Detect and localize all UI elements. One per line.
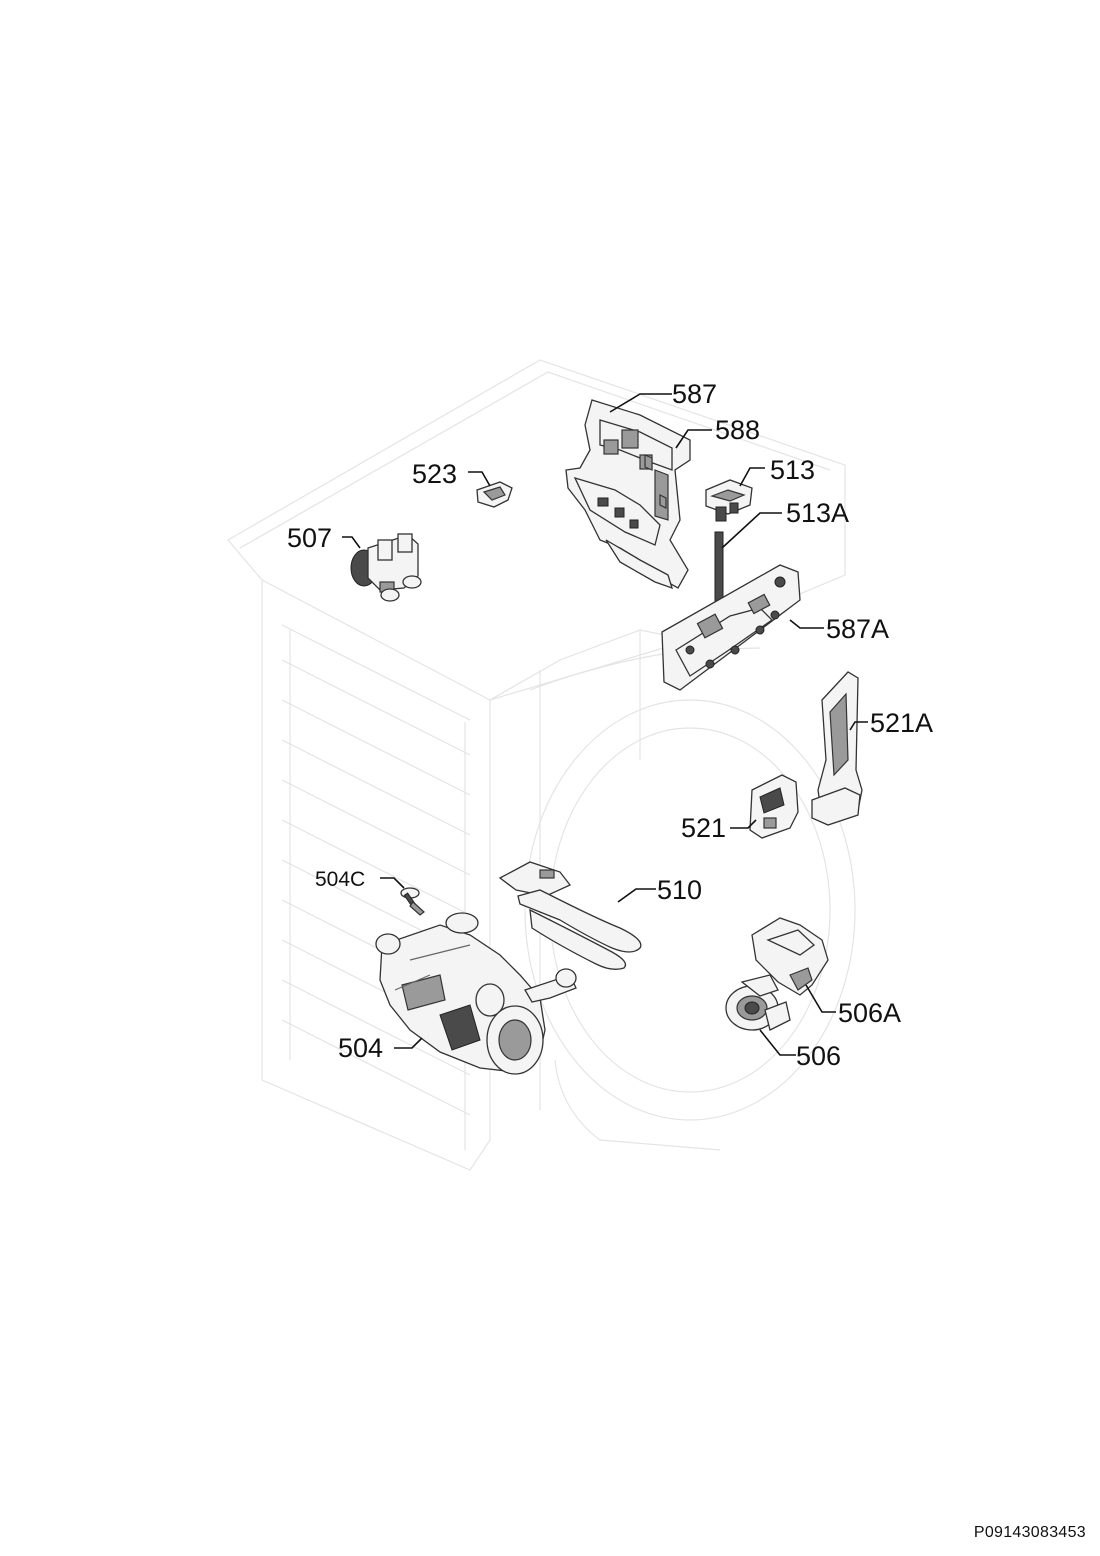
callout-507: 507 [287, 523, 332, 553]
inlet-valve [350, 533, 422, 602]
callout-506: 506 [796, 1041, 841, 1071]
screw-part [400, 887, 425, 916]
callout-504: 504 [338, 1033, 383, 1063]
document-id: P09143083453 [973, 1524, 1086, 1541]
door-lock-bracket [811, 671, 863, 826]
callout-510: 510 [657, 875, 702, 905]
callout-521: 521 [681, 813, 726, 843]
callout-588: 588 [715, 415, 760, 445]
callout-513: 513 [770, 455, 815, 485]
pressure-switch [705, 479, 753, 522]
callout-513a: 513A [786, 498, 849, 528]
pump-cover [751, 917, 829, 996]
control-module-housing [565, 399, 691, 590]
callout-504c: 504C [315, 868, 365, 891]
pressure-hose [714, 531, 724, 605]
callout-523: 523 [412, 459, 457, 489]
callout-506a: 506A [838, 998, 901, 1028]
pcb-board [661, 564, 801, 691]
callout-587a: 587A [826, 614, 889, 644]
callout-587: 587 [672, 379, 717, 409]
door-lock [749, 774, 799, 839]
callout-labels: 587 588 513 513A 523 507 587A 521A 521 5… [287, 379, 933, 1071]
leader-lines [342, 393, 868, 1056]
callout-521a: 521A [870, 708, 933, 738]
clip-part [476, 481, 513, 508]
heating-element [498, 861, 642, 970]
drain-pump [725, 974, 791, 1031]
motor [375, 912, 577, 1075]
